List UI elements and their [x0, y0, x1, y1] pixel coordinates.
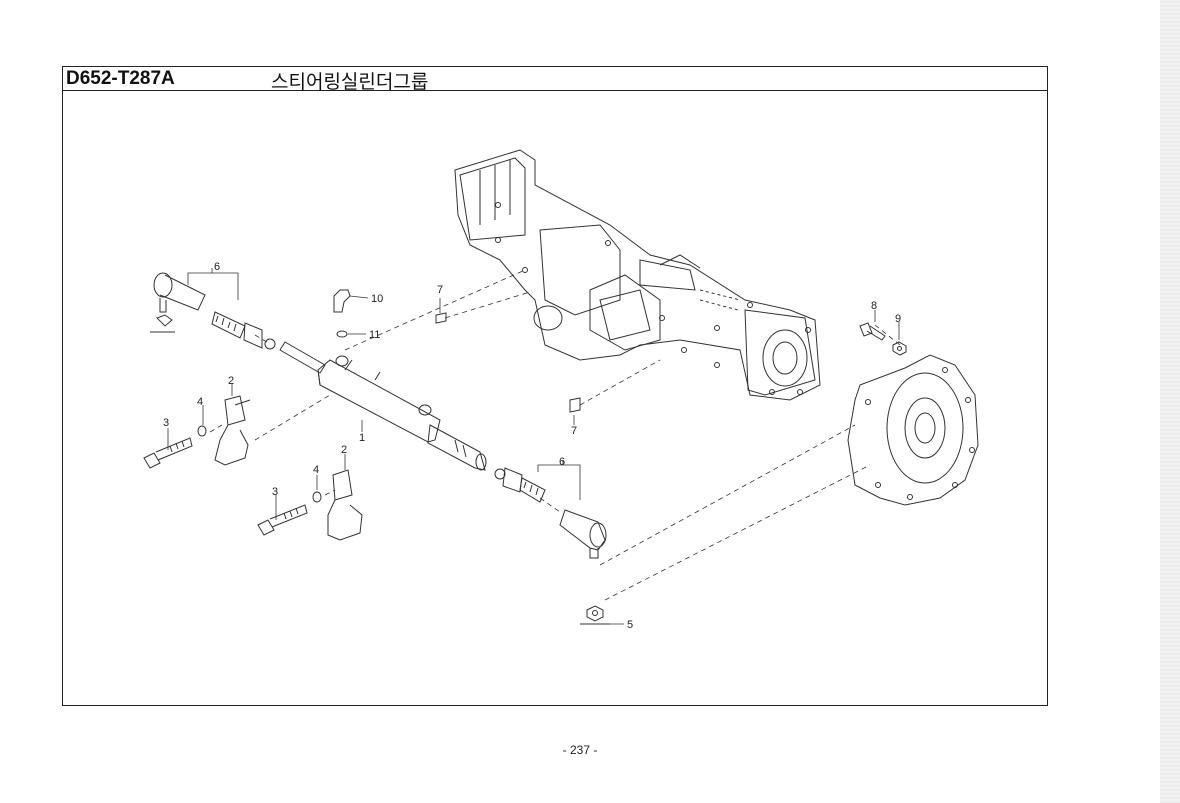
bracket-2-upper — [214, 395, 251, 466]
washer-4-upper — [197, 425, 207, 437]
page-number: - 237 - — [562, 743, 598, 757]
bolt-8 — [859, 322, 886, 341]
part-group-code: D652-T287A — [66, 68, 175, 89]
callout-9: 9 — [895, 313, 901, 325]
part-group-title: 스티어링실린더그룹 — [271, 71, 429, 93]
callout-2-upper: 2 — [228, 375, 234, 387]
pin-7-lower — [569, 397, 581, 413]
steering-cylinder — [279, 341, 487, 471]
callout-8: 8 — [871, 300, 877, 312]
nut-9 — [892, 341, 907, 356]
axle-housing — [454, 149, 821, 401]
o-ring-11 — [336, 330, 348, 338]
callout-1: 1 — [359, 432, 365, 444]
header-bar: D652-T287A 스티어링실린더그룹 — [63, 67, 1047, 93]
callout-4-upper: 4 — [197, 396, 203, 408]
tie-rod-end-right — [494, 467, 607, 559]
bolt-3-upper — [143, 437, 193, 469]
bolt-3-lower — [257, 504, 308, 536]
diagram-frame: D652-T287A 스티어링실린더그룹 — [62, 66, 1048, 706]
elbow-fitting-10 — [333, 289, 351, 313]
pin-7-upper — [435, 312, 447, 324]
callout-2-lower: 2 — [341, 444, 347, 456]
leader-lines — [167, 268, 900, 625]
callout-4-lower: 4 — [313, 464, 319, 476]
page-edge — [1160, 0, 1180, 803]
assembly-lines — [209, 269, 901, 601]
bracket-2-lower — [327, 469, 363, 541]
callout-6-right: 6 — [559, 456, 565, 468]
final-drive-cover — [847, 354, 979, 506]
tie-rod-end-left — [150, 272, 276, 350]
washer-4-lower — [312, 491, 322, 503]
callout-7-lower: 7 — [571, 425, 577, 437]
callout-3-lower: 3 — [272, 486, 278, 498]
callout-10: 10 — [371, 293, 383, 305]
callout-5: 5 — [627, 619, 633, 631]
callout-6-left: 6 — [214, 261, 220, 273]
nut-5 — [580, 605, 610, 625]
callout-3-upper: 3 — [163, 417, 169, 429]
callout-7-upper: 7 — [437, 284, 443, 296]
callout-11: 11 — [369, 329, 380, 341]
